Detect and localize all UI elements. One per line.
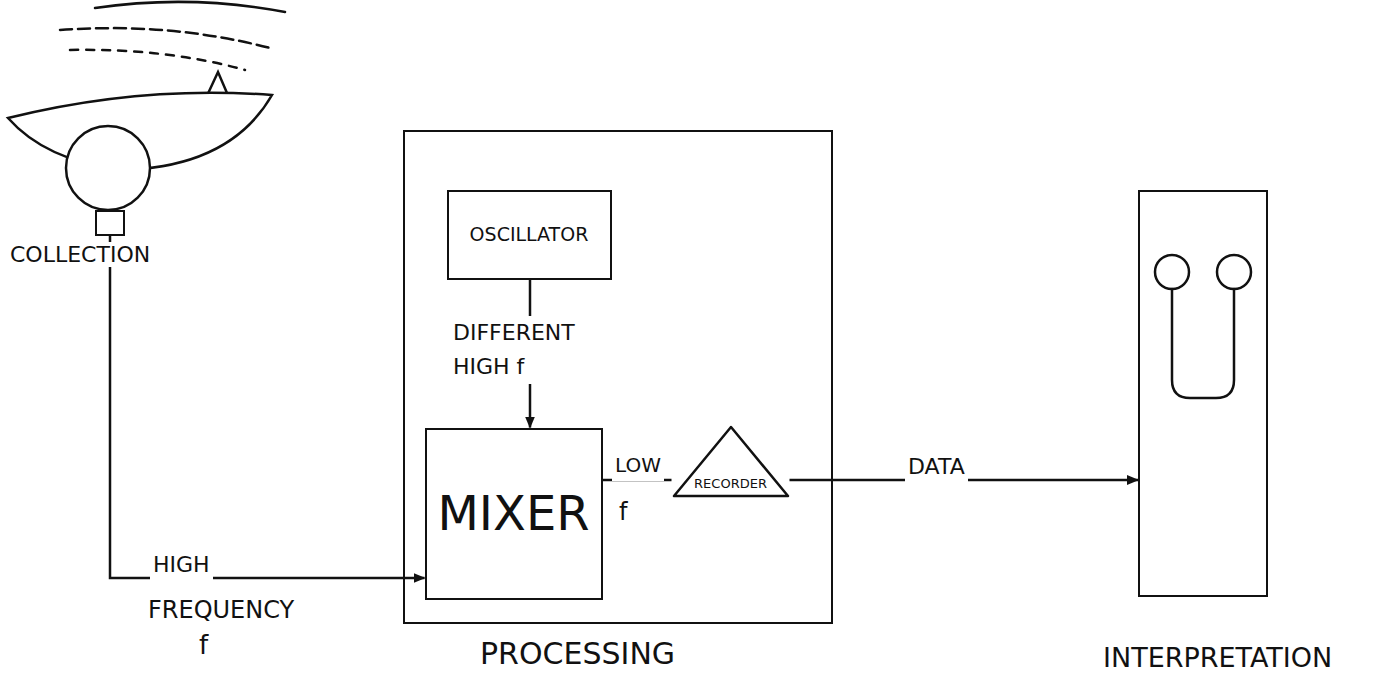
- edge-label: DIFFERENT HIGH f: [450, 316, 606, 384]
- edge-label: HIGH: [150, 548, 213, 582]
- signal-line: [110, 236, 425, 578]
- frequency-symbol: f: [616, 498, 630, 526]
- node-label: RECORDER: [691, 477, 770, 492]
- node-label: MIXER: [437, 486, 589, 541]
- display-circle: [1217, 255, 1251, 289]
- radio-wave: [95, 2, 285, 12]
- display-trace: [1172, 289, 1234, 398]
- mixer-box: MIXER: [425, 428, 603, 600]
- edge-label: DATA: [905, 450, 968, 484]
- node-heading: INTERPRETATION: [1100, 642, 1335, 673]
- radio-wave: [70, 50, 245, 70]
- collection-box: COLLECTION: [95, 210, 125, 236]
- display-circle: [1155, 255, 1189, 289]
- interpretation-box: INTERPRETATION: [1138, 190, 1268, 597]
- signal-label: FREQUENCY: [145, 596, 297, 624]
- recorder-triangle: RECORDER: [672, 425, 790, 498]
- oscillator-box: OSCILLATOR: [447, 190, 612, 280]
- radio-wave: [60, 28, 270, 48]
- edge-label: LOW: [612, 450, 664, 481]
- receiver-circle: [66, 126, 150, 210]
- node-heading: COLLECTION: [7, 242, 153, 267]
- frequency-symbol: f: [196, 630, 211, 660]
- node-label: OSCILLATOR: [470, 224, 589, 246]
- node-heading: PROCESSING: [477, 637, 678, 672]
